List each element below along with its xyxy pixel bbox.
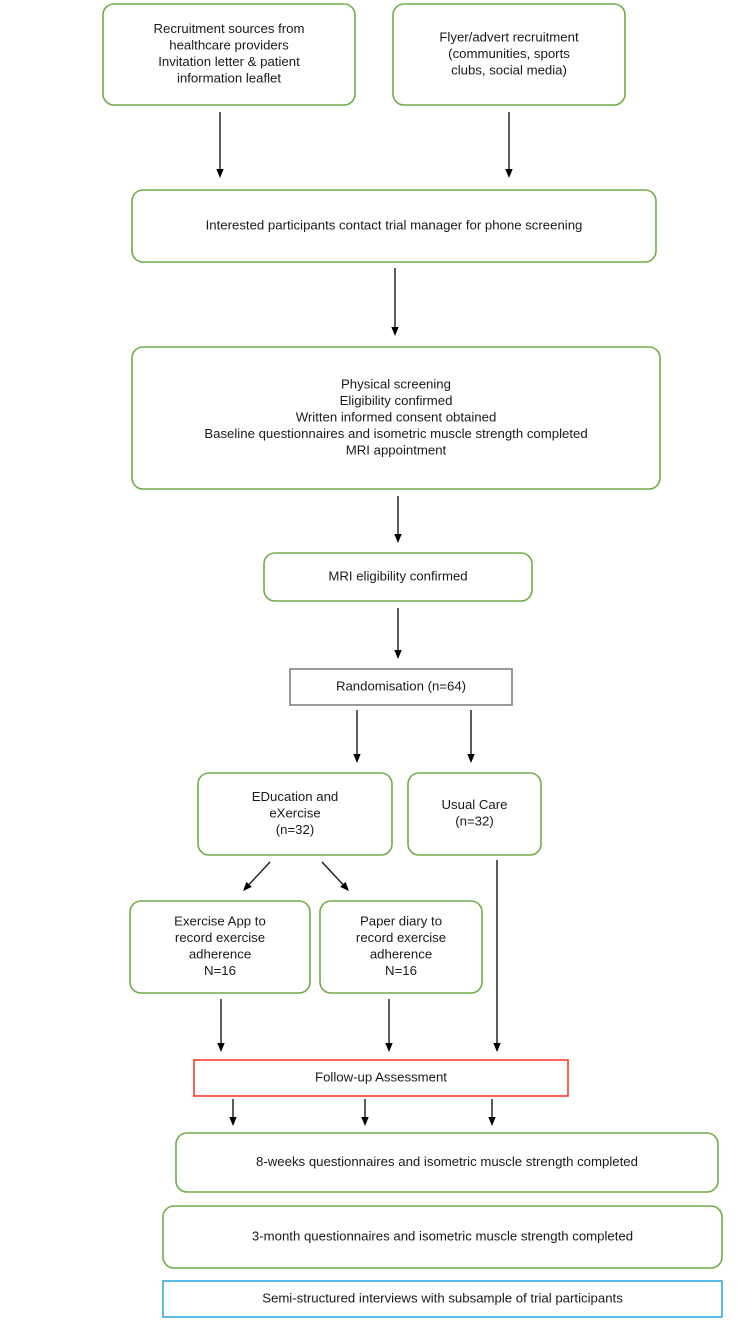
- node-8-weeks-assessment: 8-weeks questionnaires and isometric mus…: [175, 1132, 719, 1193]
- node-randomisation: Randomisation (n=64): [289, 668, 513, 706]
- node-education-and-exercise-border: [197, 772, 393, 856]
- node-education-and-exercise-label-line-3: (n=32): [276, 822, 315, 837]
- edge-exercise-app-to-follow-up-arrowhead-icon: [217, 1043, 225, 1052]
- node-exercise-app-label-line-2: record exercise: [175, 930, 265, 945]
- node-phone-screening-label-line-1: Interested participants contact trial ma…: [206, 217, 583, 232]
- node-flyer-advert-recruitment-label-line-2: (communities, sports: [448, 46, 570, 61]
- node-recruitment-sources-label-line-2: healthcare providers: [169, 38, 289, 53]
- node-exercise-app-label-line-4: N=16: [204, 963, 236, 978]
- node-8-weeks-assessment-border: [175, 1132, 719, 1193]
- node-paper-diary-border: [319, 900, 483, 994]
- edge-education-to-exercise-app-line: [248, 861, 271, 885]
- node-recruitment-sources-border: [102, 3, 356, 106]
- node-paper-diary-label-line-2: record exercise: [356, 930, 446, 945]
- node-exercise-app-label-line-1: Exercise App to: [174, 914, 266, 929]
- node-usual-care-label-line-2: (n=32): [455, 814, 494, 829]
- node-phone-screening-border: [131, 189, 657, 263]
- edge-randomisation-to-education: [353, 710, 361, 763]
- node-follow-up-assessment-label-line-1: Follow-up Assessment: [315, 1069, 447, 1084]
- edges-layer: [216, 112, 513, 1126]
- edge-usual-care-to-follow-up: [493, 860, 501, 1052]
- node-flyer-advert-recruitment-label-line-3: clubs, social media): [451, 62, 567, 77]
- node-physical-screening-label-line-1: Physical screening: [341, 376, 451, 391]
- node-3-month-assessment-border: [162, 1205, 723, 1269]
- node-flyer-advert-recruitment-border: [392, 3, 626, 106]
- edge-education-to-paper-diary-arrowhead-icon: [340, 881, 349, 891]
- edge-recruitment-to-phone-screening: [216, 112, 224, 178]
- node-semi-structured-interviews: Semi-structured interviews with subsampl…: [162, 1280, 723, 1318]
- node-follow-up-assessment: Follow-up Assessment: [193, 1059, 569, 1097]
- node-3-month-assessment: 3-month questionnaires and isometric mus…: [162, 1205, 723, 1269]
- edge-physical-to-mri-arrowhead-icon: [394, 534, 402, 543]
- node-flyer-advert-recruitment: Flyer/advert recruitment (communities, sp…: [392, 3, 626, 106]
- node-physical-screening-border: [131, 346, 661, 490]
- node-randomisation-label-line-1: Randomisation (n=64): [336, 678, 466, 693]
- edge-education-to-exercise-app: [243, 861, 271, 891]
- edge-follow-up-to-8-weeks-mid-arrowhead-icon: [361, 1117, 369, 1126]
- node-paper-diary-label-line-4: N=16: [385, 963, 417, 978]
- node-mri-eligibility-confirmed: MRI eligibility confirmed: [263, 552, 533, 602]
- node-physical-screening-label-line-4: Baseline questionnaires and isometric mu…: [204, 426, 587, 441]
- node-usual-care-border: [407, 772, 542, 856]
- node-physical-screening-label-line-3: Written informed consent obtained: [296, 409, 497, 424]
- node-3-month-assessment-label-line-1: 3-month questionnaires and isometric mus…: [252, 1228, 633, 1243]
- edge-mri-to-randomisation: [394, 608, 402, 659]
- node-physical-screening-label-line-2: Eligibility confirmed: [340, 393, 453, 408]
- node-flyer-advert-recruitment-label-line-1: Flyer/advert recruitment: [439, 29, 579, 44]
- node-physical-screening-label-line-5: MRI appointment: [346, 442, 447, 457]
- node-recruitment-sources-label-line-3: Invitation letter & patient: [158, 54, 300, 69]
- node-recruitment-sources: Recruitment sources from healthcare provi…: [102, 3, 356, 106]
- node-mri-eligibility-confirmed-border: [263, 552, 533, 602]
- node-usual-care-label-line-1: Usual Care: [442, 797, 508, 812]
- edge-paper-diary-to-follow-up: [385, 999, 393, 1052]
- edge-paper-diary-to-follow-up-arrowhead-icon: [385, 1043, 393, 1052]
- edge-education-to-exercise-app-arrowhead-icon: [243, 881, 252, 891]
- nodes-layer: Recruitment sources from healthcare provi…: [102, 3, 723, 1318]
- node-exercise-app-label-line-3: adherence: [189, 947, 251, 962]
- edge-follow-up-to-8-weeks-left: [229, 1099, 237, 1126]
- edge-follow-up-to-8-weeks-right: [488, 1099, 496, 1126]
- edge-flyer-to-phone-screening-arrowhead-icon: [505, 169, 513, 178]
- edge-phone-screening-to-physical-arrowhead-icon: [391, 327, 399, 336]
- node-semi-structured-interviews-border: [162, 1280, 723, 1318]
- edge-education-to-paper-diary-line: [321, 861, 344, 885]
- node-recruitment-sources-label-line-4: information leaflet: [177, 71, 281, 86]
- edge-recruitment-to-phone-screening-arrowhead-icon: [216, 169, 224, 178]
- node-8-weeks-assessment-label-line-1: 8-weeks questionnaires and isometric mus…: [256, 1154, 638, 1169]
- edge-follow-up-to-8-weeks-right-arrowhead-icon: [488, 1117, 496, 1126]
- node-mri-eligibility-confirmed-label-line-1: MRI eligibility confirmed: [328, 568, 467, 583]
- node-exercise-app-border: [129, 900, 311, 994]
- edge-randomisation-to-usual-care-arrowhead-icon: [467, 754, 475, 763]
- edge-randomisation-to-usual-care: [467, 710, 475, 763]
- node-usual-care: Usual Care (n=32): [407, 772, 542, 856]
- edge-exercise-app-to-follow-up: [217, 999, 225, 1052]
- edge-phone-screening-to-physical: [391, 268, 399, 336]
- node-paper-diary-label-line-3: adherence: [370, 947, 432, 962]
- edge-flyer-to-phone-screening: [505, 112, 513, 178]
- node-follow-up-assessment-border: [193, 1059, 569, 1097]
- edge-usual-care-to-follow-up-arrowhead-icon: [493, 1043, 501, 1052]
- edge-mri-to-randomisation-arrowhead-icon: [394, 650, 402, 659]
- edge-randomisation-to-education-arrowhead-icon: [353, 754, 361, 763]
- node-recruitment-sources-label-line-1: Recruitment sources from: [154, 21, 305, 36]
- node-paper-diary-label-line-1: Paper diary to: [360, 914, 442, 929]
- edge-physical-to-mri: [394, 496, 402, 543]
- edge-follow-up-to-8-weeks-mid: [361, 1099, 369, 1126]
- node-education-and-exercise-label-line-1: EDucation and: [252, 789, 339, 804]
- node-semi-structured-interviews-label-line-1: Semi-structured interviews with subsampl…: [262, 1290, 623, 1305]
- edge-follow-up-to-8-weeks-left-arrowhead-icon: [229, 1117, 237, 1126]
- node-phone-screening: Interested participants contact trial ma…: [131, 189, 657, 263]
- node-randomisation-border: [289, 668, 513, 706]
- edge-education-to-paper-diary: [321, 861, 349, 891]
- node-education-and-exercise-label-line-2: eXercise: [269, 805, 320, 820]
